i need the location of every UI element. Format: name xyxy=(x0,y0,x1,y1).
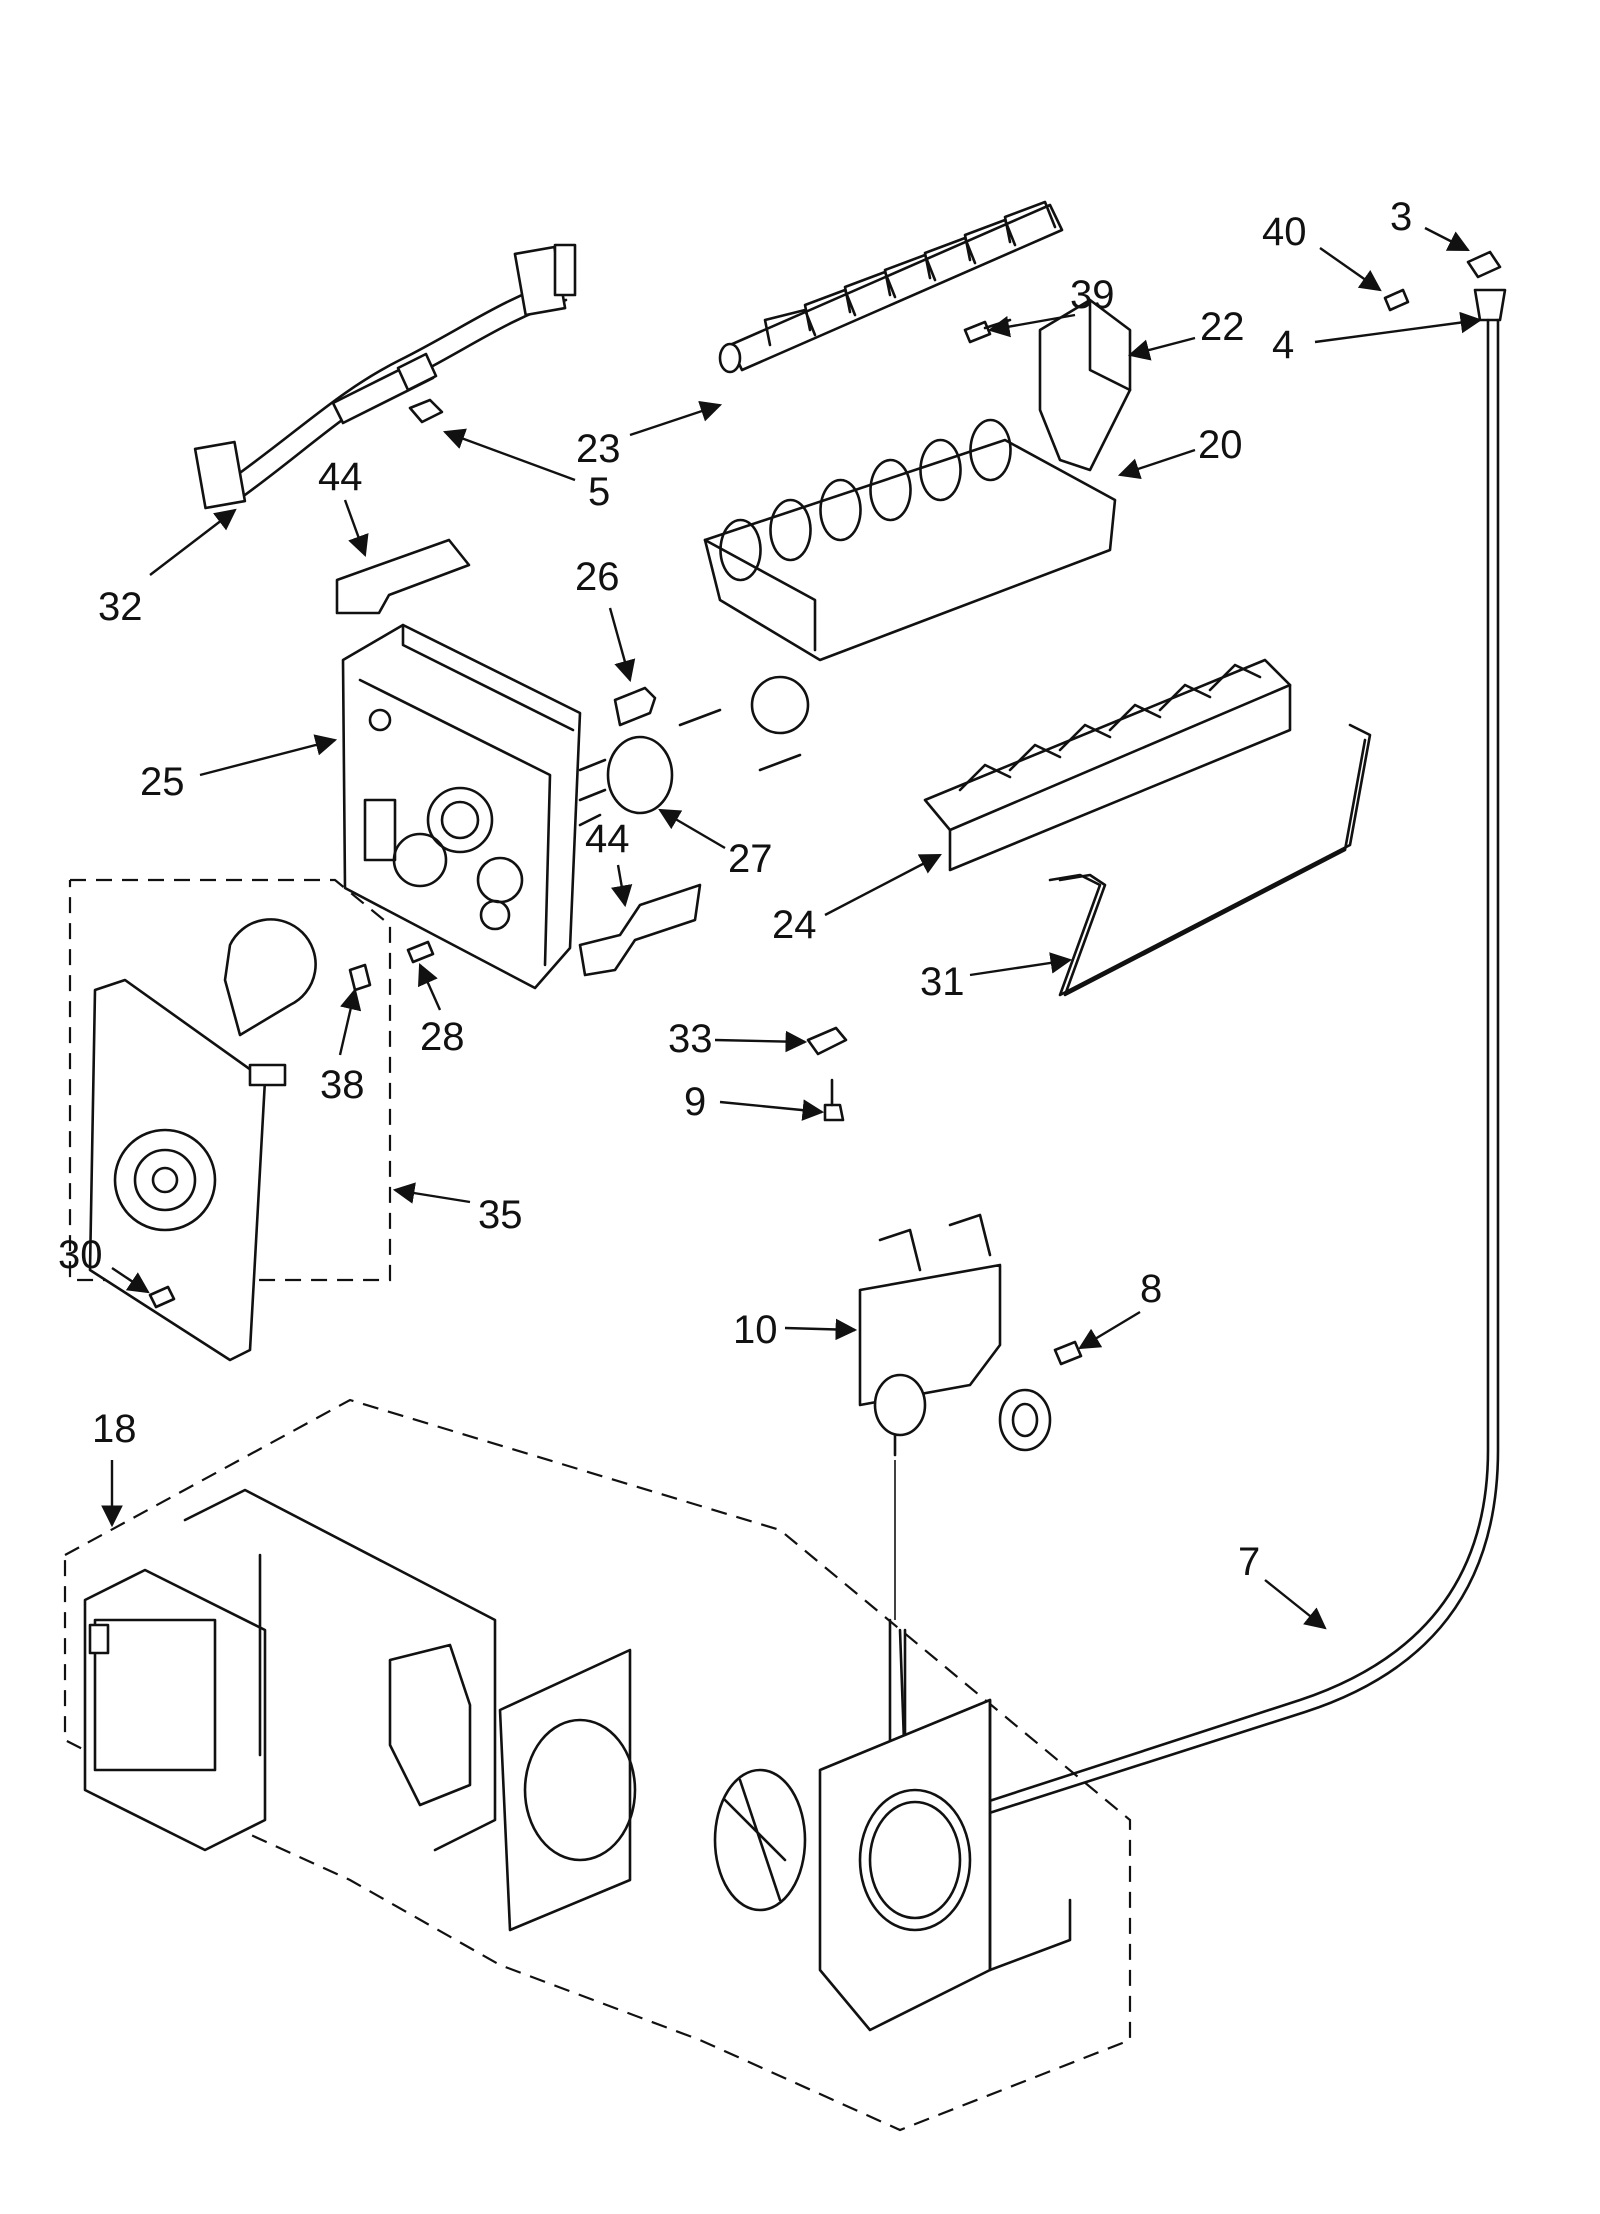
callout-23: 23 xyxy=(576,427,621,471)
callout-18: 18 xyxy=(92,1407,137,1451)
callout-28: 28 xyxy=(420,1015,465,1059)
callout-labels: 40 3 4 39 22 23 5 20 44 32 26 25 27 44 2… xyxy=(58,195,1412,1584)
leader-23 xyxy=(629,400,723,437)
callout-4: 4 xyxy=(1272,323,1294,367)
leader-5 xyxy=(442,428,576,482)
callout-26: 26 xyxy=(575,555,620,599)
callout-7: 7 xyxy=(1238,1540,1260,1584)
leader-24 xyxy=(824,853,942,917)
ejector-shaft-part xyxy=(718,200,1064,374)
screw-9-part xyxy=(823,1078,845,1122)
callout-33: 33 xyxy=(668,1017,713,1061)
callout-32: 32 xyxy=(98,585,143,629)
leader-33 xyxy=(714,1030,808,1053)
callout-40: 40 xyxy=(1262,210,1307,254)
leader-32 xyxy=(149,508,237,576)
screw-38-part xyxy=(348,963,372,992)
callout-44-bottom: 44 xyxy=(585,817,630,861)
motor-module-part xyxy=(68,878,392,1362)
leader-22 xyxy=(1127,336,1196,361)
callout-25: 25 xyxy=(140,760,185,804)
leader-9 xyxy=(719,1099,825,1121)
callout-5: 5 xyxy=(588,470,610,514)
callout-24: 24 xyxy=(772,903,817,947)
callout-22: 22 xyxy=(1200,305,1245,349)
clamp-3-part xyxy=(1466,250,1502,279)
leader-38 xyxy=(338,987,362,1056)
callout-39: 39 xyxy=(1070,273,1115,317)
leader-31 xyxy=(969,952,1073,977)
thermostat-plug-part xyxy=(578,735,674,827)
water-valve-part xyxy=(858,1213,1052,1457)
bracket-bottom-part xyxy=(578,883,702,977)
leader-25 xyxy=(199,734,338,777)
callout-38: 38 xyxy=(320,1063,365,1107)
leader-4 xyxy=(1314,311,1483,344)
fill-cup-part xyxy=(1038,298,1132,472)
callout-31: 31 xyxy=(920,960,965,1004)
leader-28 xyxy=(418,963,442,1011)
leader-8 xyxy=(1078,1310,1141,1350)
leader-3 xyxy=(1424,226,1470,252)
wire-harness-part xyxy=(193,243,577,510)
callout-10: 10 xyxy=(733,1308,778,1352)
leader-10 xyxy=(784,1318,858,1341)
leader-35 xyxy=(392,1182,471,1204)
leader-40 xyxy=(1319,247,1382,292)
leader-44-top xyxy=(343,499,369,558)
screw-8-part xyxy=(1053,1340,1083,1366)
leader-26 xyxy=(608,607,636,683)
leader-39 xyxy=(987,313,1076,338)
callout-3: 3 xyxy=(1390,195,1412,239)
callout-20: 20 xyxy=(1198,423,1243,467)
leader-27 xyxy=(658,808,726,850)
callout-27: 27 xyxy=(728,837,773,881)
leader-44-bottom xyxy=(611,864,633,908)
callout-44-top: 44 xyxy=(318,455,363,499)
shutoff-arm-part xyxy=(1048,723,1372,997)
screw-28-part xyxy=(406,940,435,964)
ice-mold-part xyxy=(678,418,1117,772)
screw-40-part xyxy=(1383,288,1410,312)
leader-30 xyxy=(111,1267,150,1294)
small-clip-part xyxy=(613,686,657,727)
auger-fan-assembly-part xyxy=(63,1398,1132,2132)
leader-lines xyxy=(101,226,1483,1630)
clip-33-part xyxy=(806,1026,848,1056)
screw-39-part xyxy=(963,318,1012,344)
stripper-part xyxy=(923,658,1292,872)
module-housing-part xyxy=(341,623,582,990)
screw-30-part xyxy=(148,1285,176,1309)
callout-35: 35 xyxy=(478,1193,523,1237)
harness-clip-part xyxy=(408,398,444,424)
callout-30: 30 xyxy=(58,1233,103,1277)
fitting-4-part xyxy=(1473,288,1507,322)
callout-9: 9 xyxy=(684,1080,706,1124)
callout-8: 8 xyxy=(1140,1267,1162,1311)
leader-7 xyxy=(1264,1579,1327,1630)
bracket-top-part xyxy=(335,538,471,615)
leader-20 xyxy=(1117,448,1196,480)
